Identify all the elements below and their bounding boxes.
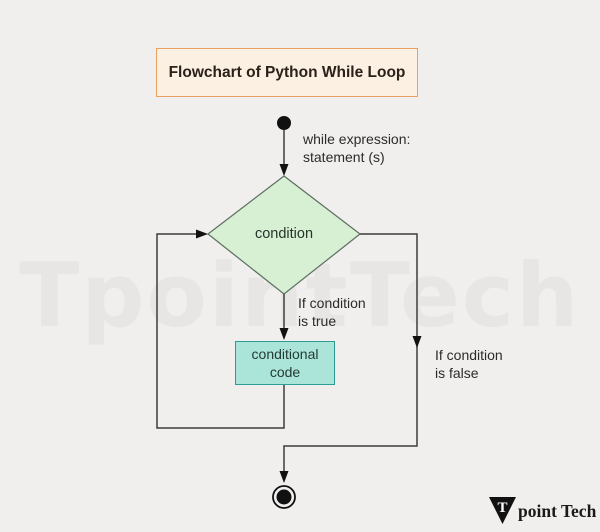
conditional-code-box: conditional code — [235, 341, 335, 385]
true-branch-label: If condition is true — [298, 295, 366, 329]
title-box: Flowchart of Python While Loop — [156, 48, 418, 97]
logo-initial: T — [497, 500, 507, 516]
logo-wordmark: point Tech — [518, 501, 597, 521]
logo-triangle-icon — [489, 497, 516, 524]
page-title: Flowchart of Python While Loop — [168, 63, 406, 81]
false-branch-label: If condition is false — [435, 347, 503, 381]
arrowhead-false-branch-mid — [412, 336, 422, 348]
end-node-core — [276, 489, 292, 505]
conditional-code-label: conditional code — [251, 345, 319, 380]
edge-loop-back — [156, 233, 285, 429]
condition-label: condition — [254, 226, 314, 242]
edge-false-branch — [283, 233, 418, 471]
brand-logo: T point Tech — [489, 497, 597, 524]
arrowhead-into-end — [279, 471, 289, 483]
arrowhead-into-diamond-left — [196, 229, 208, 239]
start-node — [277, 116, 291, 130]
while-annotation-label: while expression: statement (s) — [303, 131, 411, 165]
arrowhead-into-condition — [279, 164, 289, 176]
arrowhead-into-process — [279, 328, 289, 340]
